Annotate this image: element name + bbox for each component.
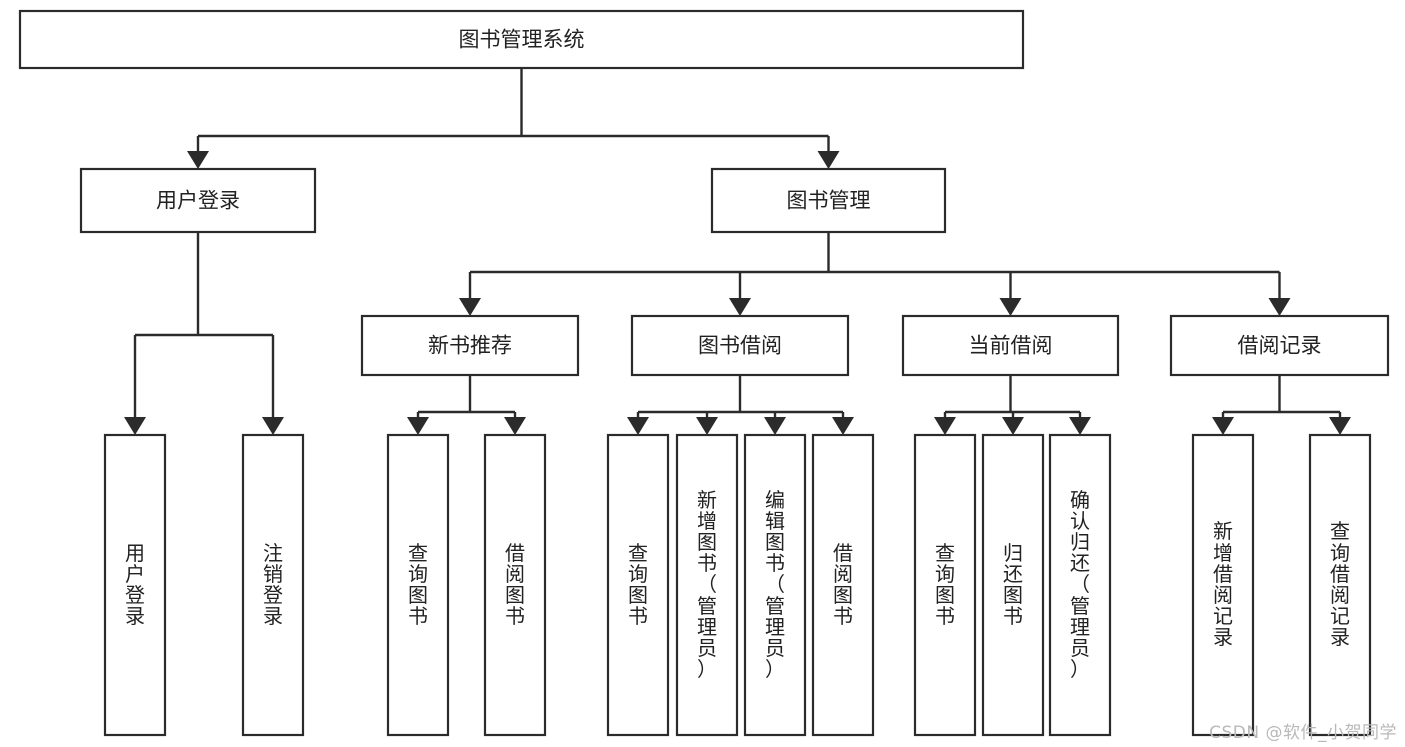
node-book-borrow-rect [630, 314, 850, 377]
arrow-head-icon [764, 417, 786, 435]
arrow-head-icon [696, 417, 718, 435]
node-new-book-rec-label: 新书推荐 [428, 334, 512, 358]
node-book-borrow[interactable]: 图书借阅 [630, 314, 850, 377]
node-leaf-return-book[interactable] [981, 433, 1045, 737]
arrow-head-icon [729, 298, 751, 316]
node-borrow-record-rect [1169, 314, 1390, 377]
node-leaf-borrow-book-2-rect [811, 433, 875, 737]
node-leaf-query-book-1[interactable] [386, 433, 450, 737]
arrow-head-icon [1069, 417, 1091, 435]
node-user-login-label: 用户登录 [156, 189, 240, 213]
arrow-head-icon [999, 298, 1022, 316]
node-book-borrow-label: 图书借阅 [698, 334, 782, 358]
node-leaf-query-book-1-rect [386, 433, 450, 737]
node-leaf-add-record[interactable] [1191, 433, 1255, 737]
arrow-head-icon [1268, 298, 1291, 316]
node-root-book-management-system-rect [18, 9, 1025, 70]
node-leaf-edit-book-rect [743, 433, 807, 737]
node-leaf-add-book[interactable] [675, 433, 739, 737]
arrow-head-icon [459, 298, 481, 316]
arrow-head-icon [124, 417, 146, 435]
node-borrow-record-label: 借阅记录 [1238, 334, 1322, 358]
node-new-book-rec-rect [360, 314, 580, 377]
arrow-head-icon [627, 417, 649, 435]
arrow-head-icon [504, 417, 526, 435]
arrow-head-icon [934, 417, 956, 435]
node-leaf-user-logout[interactable] [241, 433, 305, 737]
arrow-head-icon [1212, 417, 1234, 435]
node-new-book-rec[interactable]: 新书推荐 [360, 314, 580, 377]
node-root-book-management-system-label: 图书管理系统 [459, 28, 585, 52]
node-leaf-query-book-3-rect [913, 433, 977, 737]
node-book-manage[interactable]: 图书管理 [710, 167, 947, 234]
node-leaf-add-book-rect [675, 433, 739, 737]
node-leaf-query-record[interactable] [1308, 433, 1372, 737]
node-leaf-user-login-rect [103, 433, 167, 737]
connector-edges-layer [124, 68, 1351, 435]
node-leaf-add-record-rect [1191, 433, 1255, 737]
node-user-login[interactable]: 用户登录 [79, 167, 317, 234]
node-current-borrow-rect [901, 314, 1120, 377]
node-leaf-query-book-3[interactable] [913, 433, 977, 737]
node-leaf-return-book-rect [981, 433, 1045, 737]
node-leaf-user-logout-rect [241, 433, 305, 737]
arrow-head-icon [187, 151, 209, 169]
node-book-manage-label: 图书管理 [787, 189, 871, 213]
node-root-book-management-system[interactable]: 图书管理系统 [18, 9, 1025, 70]
node-current-borrow[interactable]: 当前借阅 [901, 314, 1120, 377]
node-borrow-record[interactable]: 借阅记录 [1169, 314, 1390, 377]
arrow-head-icon [407, 417, 429, 435]
arrow-head-icon [1329, 417, 1351, 435]
node-current-borrow-label: 当前借阅 [969, 334, 1053, 358]
node-leaf-borrow-book-2[interactable] [811, 433, 875, 737]
node-user-login-rect [79, 167, 317, 234]
node-leaf-query-record-rect [1308, 433, 1372, 737]
node-leaf-edit-book[interactable] [743, 433, 807, 737]
arrow-head-icon [832, 417, 854, 435]
node-book-manage-rect [710, 167, 947, 234]
arrow-head-icon [262, 417, 284, 435]
node-leaf-user-login[interactable] [103, 433, 167, 737]
node-leaf-borrow-book-1-rect [483, 433, 547, 737]
arrow-head-icon [1002, 417, 1024, 435]
node-leaf-borrow-book-1[interactable] [483, 433, 547, 737]
node-leaf-query-book-2[interactable] [606, 433, 670, 737]
node-leaf-confirm-return[interactable] [1048, 433, 1112, 737]
node-leaf-confirm-return-rect [1048, 433, 1112, 737]
node-leaf-query-book-2-rect [606, 433, 670, 737]
arrow-head-icon [817, 151, 840, 169]
csdn-watermark: CSDN @软件_小贺同学 [1209, 723, 1397, 743]
